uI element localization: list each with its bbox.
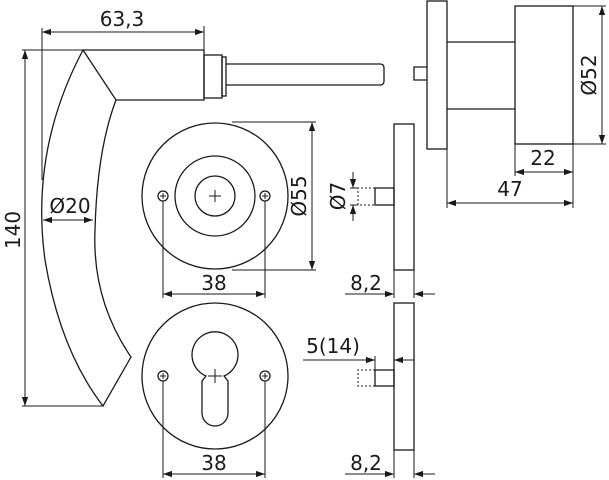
knob-side-view: Ø52 22 47: [413, 0, 606, 208]
cylinder-rosette-front: 38: [141, 302, 289, 478]
label-knob-diameter: Ø52: [577, 54, 601, 95]
cylinder-rosette-side-view: 5(14) 8,2: [303, 302, 435, 478]
label-cylinder-rosette-thickness: 8,2: [350, 451, 382, 475]
label-cylinder-hole-spacing: 38: [201, 451, 226, 475]
label-rosette-diameter: Ø55: [287, 175, 311, 216]
label-cylinder-projection: 5(14): [306, 334, 360, 358]
label-knob-projection: 47: [497, 177, 522, 201]
lever-handle: [41, 49, 385, 408]
label-lever-height: 140: [1, 211, 25, 249]
label-knob-depth: 22: [530, 146, 555, 170]
label-grip-diameter: Ø20: [49, 194, 90, 218]
label-rosette-thickness: 8,2: [350, 271, 382, 295]
dim-grip-diameter: Ø20: [43, 194, 93, 224]
dim-lever-height: 140: [1, 49, 103, 407]
label-hole-spacing: 38: [201, 271, 226, 295]
label-lever-length: 63,3: [100, 7, 145, 31]
rosette-side-view: Ø7 8,2: [326, 123, 435, 298]
dim-rosette-diameter: Ø55: [232, 121, 316, 271]
label-spindle-diameter: Ø7: [326, 182, 350, 210]
rosette-front: 38: [141, 122, 289, 298]
dim-lever-length: 63,3: [41, 7, 205, 180]
